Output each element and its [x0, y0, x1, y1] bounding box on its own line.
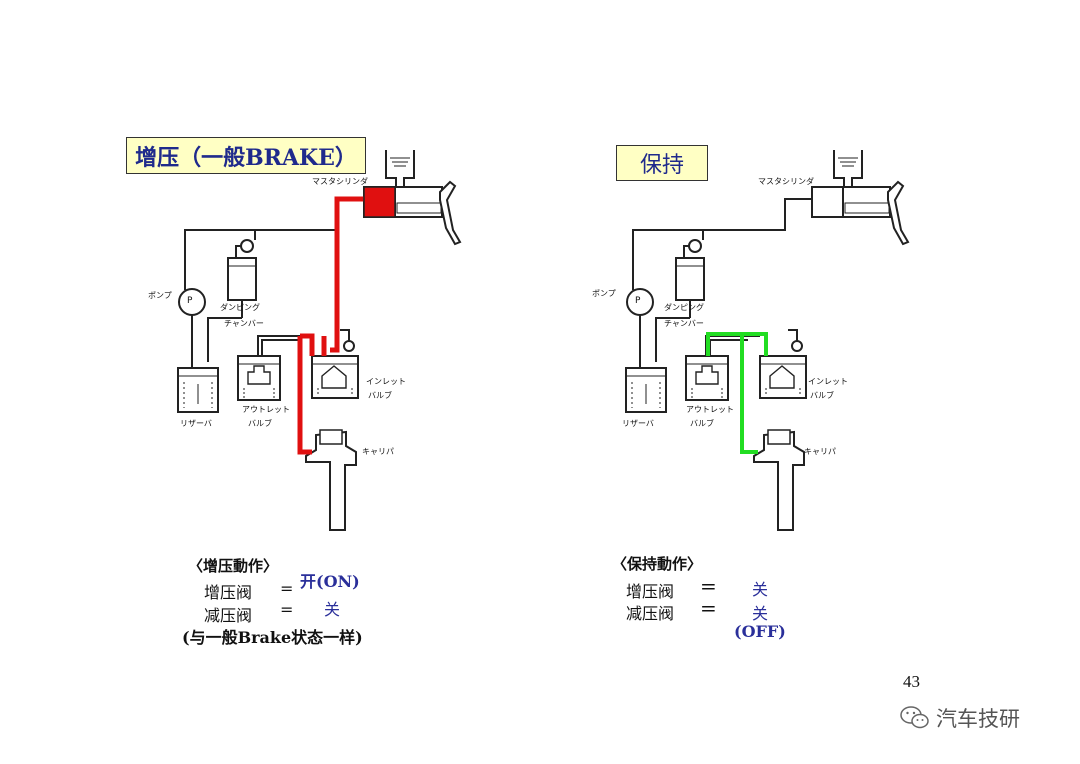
label-damping-1-right: ダンピング: [664, 303, 704, 312]
label-pump: ポンプ: [148, 291, 172, 300]
label-outlet-1: アウトレット: [242, 405, 290, 414]
page-number: 43: [903, 672, 920, 691]
caption-right-row1-value: 关: [752, 580, 769, 599]
label-damping-2: チャンバー: [224, 319, 264, 328]
label-inlet-1: インレット: [366, 377, 406, 386]
caption-right-row1-eq: =: [700, 574, 717, 598]
caption-left-row1-value: 开(ON): [300, 572, 360, 591]
caption-left-note: (与一般Brake状态一样): [182, 628, 363, 647]
title-left: 增压（一般BRAKE）: [126, 137, 366, 174]
label-outlet-2-right: バルブ: [690, 419, 714, 428]
caption-left-row2-label: 减压阀: [204, 606, 253, 625]
label-pump-right: ポンプ: [592, 289, 616, 298]
left-pressure-path: [297, 196, 364, 455]
label-caliper: キャリパ: [362, 447, 394, 456]
label-inlet-2-right: バルブ: [810, 391, 834, 400]
wechat-icon: [900, 706, 929, 729]
label-caliper-right: キャリパ: [804, 447, 836, 456]
left-diagram: [177, 149, 461, 531]
label-pump-symbol-right: P: [635, 296, 641, 306]
label-reservoir: リザーバ: [180, 419, 212, 428]
caption-left-row1-eq: =: [280, 579, 294, 598]
caption-left-heading: 〈增压動作〉: [188, 557, 279, 575]
caption-right-note: (OFF): [734, 622, 786, 641]
caption-right-row2-eq: =: [700, 596, 717, 620]
caption-right-row2-value: 关: [752, 604, 769, 623]
caption-right-row1-label: 增压阀: [626, 582, 675, 601]
title-right: 保持: [616, 145, 708, 181]
caption-left-row1-label: 增压阀: [204, 583, 253, 602]
label-inlet-1-right: インレット: [808, 377, 848, 386]
caption-right-row2-label: 减压阀: [626, 604, 675, 623]
watermark: 汽车技研: [900, 703, 1020, 733]
label-master-cylinder: マスタシリンダ: [312, 177, 368, 186]
label-inlet-2: バルブ: [368, 391, 392, 400]
right-hold-path: [706, 332, 768, 454]
label-outlet-1-right: アウトレット: [686, 405, 734, 414]
left-master-pressure: [363, 186, 396, 218]
caption-left-row2-value: 关: [324, 600, 341, 619]
caption-left-row2-eq: =: [280, 600, 294, 619]
caption-right-heading: 〈保持動作〉: [612, 555, 703, 573]
label-pump-symbol: P: [187, 296, 193, 306]
label-damping-2-right: チャンバー: [664, 319, 704, 328]
label-reservoir-right: リザーバ: [622, 419, 654, 428]
right-diagram: [625, 149, 909, 531]
label-master-cylinder-right: マスタシリンダ: [758, 177, 814, 186]
label-outlet-2: バルブ: [248, 419, 272, 428]
label-damping-1: ダンピング: [220, 303, 260, 312]
watermark-text: 汽车技研: [936, 707, 1020, 731]
